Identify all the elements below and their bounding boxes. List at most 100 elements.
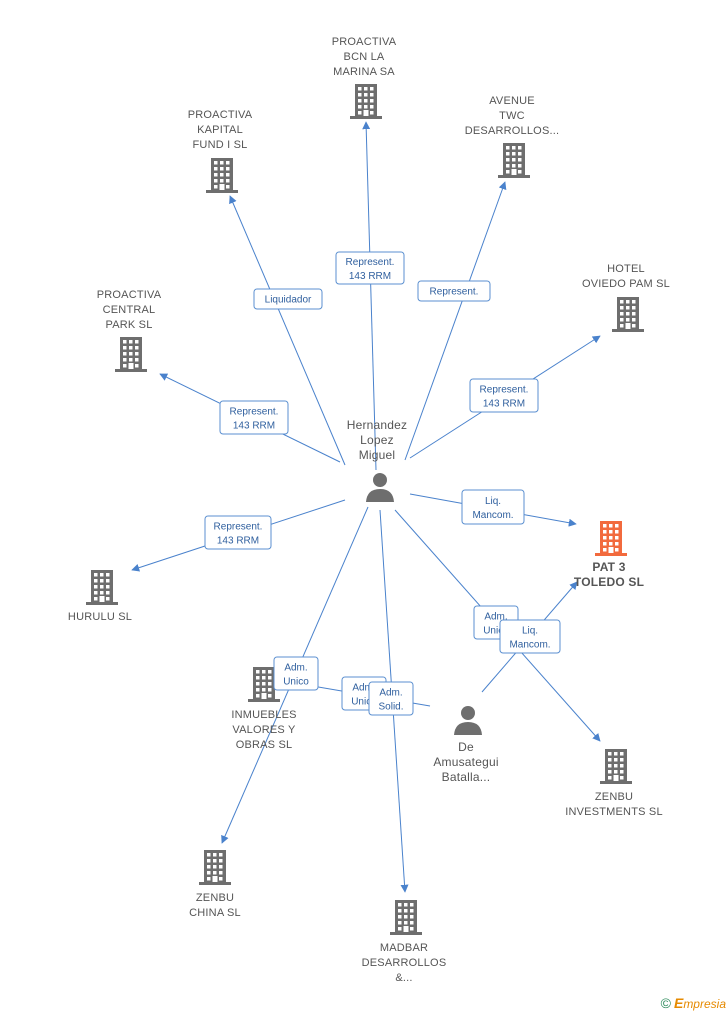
building-icon-proactiva-bcn[interactable] xyxy=(350,84,382,119)
relation-text-line: Mancom. xyxy=(472,510,513,521)
company-label-proactiva-bcn-line: MARINA SA xyxy=(333,66,395,78)
edge-1 xyxy=(229,195,346,466)
relation-text: Represent. 143 RRM xyxy=(480,385,529,410)
company-label-hotel-oviedo-line: HOTEL xyxy=(607,263,645,275)
company-label-zenbu-china-line: CHINA SL xyxy=(189,907,241,919)
relation-text-line: Represent. xyxy=(480,385,529,396)
relation-text: Liquidador xyxy=(265,295,312,306)
relation-box-r-inm-h[interactable]: Adm. Unico xyxy=(273,656,319,691)
company-label-zenbu-inv: ZENBU INVESTMENTS SL xyxy=(565,791,663,818)
building-icon-proactiva-kapital[interactable] xyxy=(206,158,238,193)
relation-text-line: 143 RRM xyxy=(349,271,391,282)
relation-text-line: Mancom. xyxy=(509,640,550,651)
empresia-brand[interactable]: ©Empresia xyxy=(661,995,726,1011)
relation-text-line: Liquidador xyxy=(265,295,312,306)
edge-0 xyxy=(362,121,377,471)
company-label-zenbu-inv-line: INVESTMENTS SL xyxy=(565,806,663,818)
company-label-proactiva-central: PROACTIVA CENTRAL PARK SL xyxy=(97,289,162,331)
company-label-pat3-line: TOLEDO SL xyxy=(574,575,644,589)
building-icon-inmuebles[interactable] xyxy=(248,667,280,702)
relation-text: Liq. Mancom. xyxy=(472,496,513,521)
building-icon-proactiva-central[interactable] xyxy=(115,337,147,372)
company-label-avenue: AVENUE TWC DESARROLLOS... xyxy=(465,95,560,137)
company-label-madbar-line: MADBAR xyxy=(380,942,428,954)
relation-box-r-central[interactable]: Represent.143 RRM xyxy=(219,400,289,435)
company-label-madbar-line: DESARROLLOS xyxy=(362,957,447,969)
company-label-hurulu-line: HURULU SL xyxy=(68,611,132,623)
company-label-proactiva-central-line: PARK SL xyxy=(105,319,152,331)
relation-text: Liq.Mancom. xyxy=(509,626,550,651)
relation-text-line: Unico xyxy=(351,697,377,708)
company-label-hotel-oviedo-line: OVIEDO PAM SL xyxy=(582,278,670,290)
person-label-hernandez-line: Miguel xyxy=(359,448,396,462)
brand-initial: E xyxy=(673,995,684,1011)
relation-text-line: 143 RRM xyxy=(217,536,259,547)
nodes-layer: PROACTIVA BCN LA MARINA SA PROACTIVA KAPITAL… xyxy=(68,36,670,984)
building-icon-pat3[interactable] xyxy=(595,521,627,556)
company-label-inmuebles: INMUEBLES VALORES Y OBRAS SL xyxy=(231,709,296,751)
building-icon-zenbu-china[interactable] xyxy=(199,850,231,885)
company-label-avenue-line: TWC xyxy=(499,110,525,122)
company-label-inmuebles-line: VALORES Y xyxy=(232,724,296,736)
person-label-amusategui-line: Batalla... xyxy=(442,770,491,784)
person-icon-amusategui[interactable] xyxy=(454,706,482,735)
relation-text-line: Represent. xyxy=(346,257,395,268)
relation-box-r-avenue[interactable]: Represent. xyxy=(417,280,491,302)
relation-text: Represent. xyxy=(430,287,479,298)
person-label-hernandez-line: Lopez xyxy=(360,433,394,447)
relation-text-line: 143 RRM xyxy=(483,399,525,410)
company-label-inmuebles-line: INMUEBLES xyxy=(231,709,296,721)
copyright-symbol: © xyxy=(660,995,671,1011)
relation-box-r-hurulu[interactable]: Represent.143 RRM xyxy=(204,515,272,550)
company-label-zenbu-china: ZENBU CHINA SL xyxy=(189,892,241,919)
company-label-avenue-line: AVENUE xyxy=(489,95,535,107)
building-icon-zenbu-inv[interactable] xyxy=(600,749,632,784)
company-label-proactiva-kapital-line: KAPITAL xyxy=(197,124,243,136)
relation-text-line: Unico xyxy=(483,626,509,637)
relation-box-r-hotel[interactable]: Represent. 143 RRM xyxy=(469,378,539,413)
relations-layer: Represent.143 RRMLiquidadorRepresent.Rep… xyxy=(204,251,561,716)
person-label-amusategui-line: De xyxy=(458,740,474,754)
company-label-hurulu: HURULU SL xyxy=(68,611,132,623)
relation-box-r-pat3-a[interactable]: Liq.Mancom. xyxy=(499,619,561,654)
relation-text-line: Adm. xyxy=(484,612,507,623)
company-label-proactiva-central-line: PROACTIVA xyxy=(97,289,162,301)
building-icon-hurulu[interactable] xyxy=(86,570,118,605)
company-label-zenbu-inv-line: ZENBU xyxy=(595,791,633,803)
relation-text-line: Adm. xyxy=(284,663,307,674)
relation-text: Represent. 143 RRM xyxy=(346,257,395,282)
relation-box-r-madbar[interactable]: Adm.Solid. xyxy=(368,681,414,716)
relation-text: Adm.Solid. xyxy=(378,688,403,713)
relation-text-line: Represent. xyxy=(430,287,479,298)
relation-text: Adm. Unico xyxy=(351,683,377,708)
relation-box-r-bcn[interactable]: Represent. 143 RRM xyxy=(335,251,405,285)
relation-text-line: Represent. xyxy=(230,407,279,418)
relation-text: Represent.143 RRM xyxy=(214,522,263,547)
edge-2 xyxy=(404,181,507,461)
building-icon-avenue[interactable] xyxy=(498,143,530,178)
building-icon-hotel-oviedo[interactable] xyxy=(612,297,644,332)
company-label-proactiva-bcn-line: BCN LA xyxy=(344,51,385,63)
relation-text: Adm. Unico xyxy=(283,663,309,688)
edges-layer xyxy=(131,121,601,893)
company-label-inmuebles-line: OBRAS SL xyxy=(236,739,293,751)
relation-text: Represent.143 RRM xyxy=(230,407,279,432)
relation-box-r-pat3-h[interactable]: Liq. Mancom. xyxy=(461,489,525,525)
person-label-hernandez-line: Hernandez xyxy=(347,418,408,432)
building-icon-madbar[interactable] xyxy=(390,900,422,935)
relation-text-line: Liq. xyxy=(485,496,501,507)
company-label-proactiva-bcn-line: PROACTIVA xyxy=(332,36,397,48)
relation-box-r-kapital[interactable]: Liquidador xyxy=(253,288,323,310)
company-label-avenue-line: DESARROLLOS... xyxy=(465,125,560,137)
relation-text-line: Adm. xyxy=(352,683,375,694)
person-icon-hernandez[interactable] xyxy=(366,473,394,502)
relation-text-line: Solid. xyxy=(378,702,403,713)
company-label-zenbu-china-line: ZENBU xyxy=(196,892,234,904)
company-label-proactiva-central-line: CENTRAL xyxy=(103,304,156,316)
relation-text-line: Unico xyxy=(283,677,309,688)
